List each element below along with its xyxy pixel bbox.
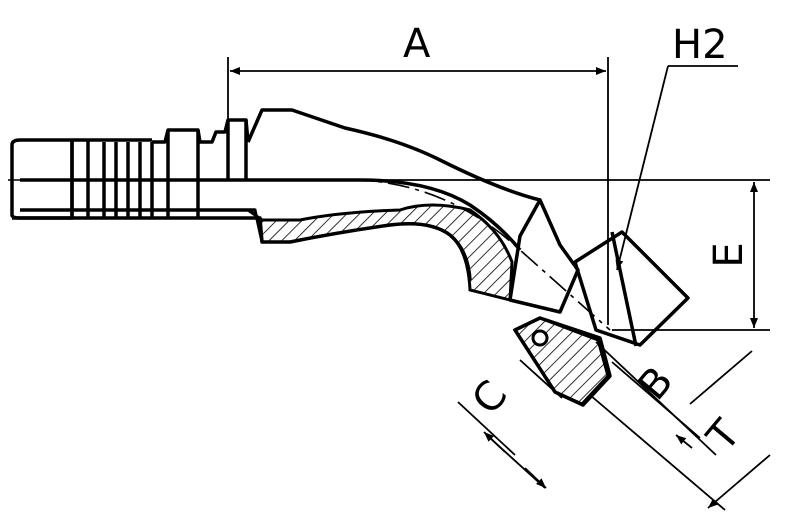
collar-verticals [166, 120, 248, 218]
center-line [8, 179, 611, 331]
bore-line [20, 178, 522, 252]
c-extension-1 [457, 401, 516, 456]
dimensions [227, 57, 771, 511]
b-dimension-line [675, 434, 693, 449]
label-h2: H2 [672, 22, 728, 68]
elbow-socket [508, 198, 580, 314]
label-b: B [630, 358, 683, 409]
t-dimension-line-2 [689, 350, 753, 405]
hex-nut-edge [610, 231, 638, 347]
c-dimension-line-2 [483, 431, 506, 453]
seal-hatch [512, 316, 610, 406]
upper-outline [246, 108, 541, 202]
t-extension [589, 394, 726, 511]
o-ring [531, 329, 549, 347]
b-extension-2 [595, 341, 717, 456]
t-dimension-line [707, 454, 771, 509]
c-extension-2 [519, 359, 563, 399]
h2-leader [615, 65, 669, 271]
section-hatch [20, 203, 514, 302]
c-dimension-line [524, 467, 547, 489]
label-e: E [706, 242, 752, 267]
fitting-body [10, 108, 541, 281]
lower-outline [12, 216, 472, 281]
label-a: A [403, 21, 431, 67]
label-t: T [698, 411, 750, 460]
